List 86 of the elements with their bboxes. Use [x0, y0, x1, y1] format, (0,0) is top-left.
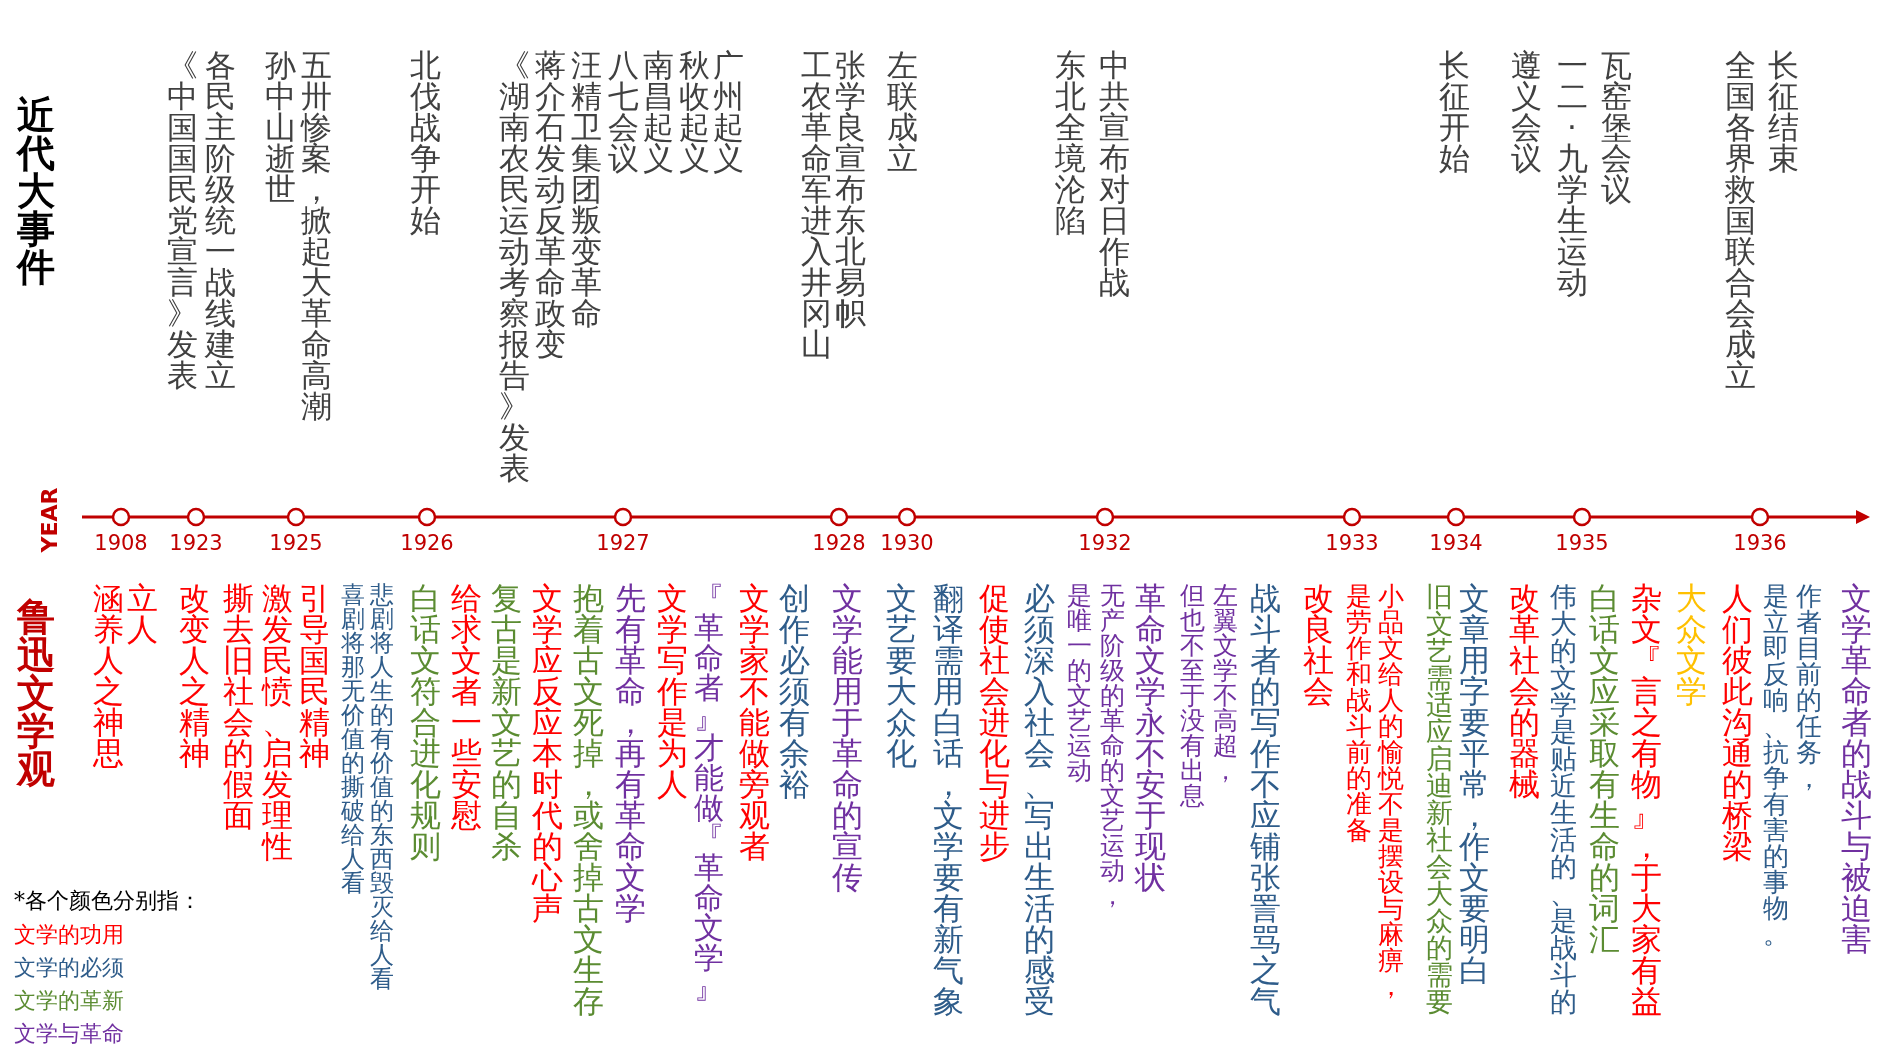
- quote-text: 文艺要大众化: [885, 583, 917, 769]
- quote-text: 旧文艺需适应启迪新社会大众的需要: [1425, 583, 1453, 1015]
- year-label: 1923: [169, 531, 223, 557]
- event-label: 秋收起义: [678, 50, 710, 174]
- event-label: 《中国国民党宣言》发表: [166, 50, 198, 391]
- quote-text: 但也不至于没有出息: [1179, 583, 1205, 808]
- quote-text: 创作必须有余裕: [778, 583, 810, 800]
- year-label: 1932: [1078, 531, 1132, 557]
- quote-text: 改革社会的器械: [1508, 583, 1540, 800]
- quote-text: 激发民愤、启发理性: [261, 583, 293, 862]
- axis-title: YEAR: [39, 487, 61, 553]
- quote-text: 悲剧将人生的有价值的东西毁灭给人看: [370, 583, 394, 991]
- legend-entry: 文学的革新: [14, 988, 124, 1015]
- event-label: 汪精卫集团叛变革命: [570, 50, 602, 329]
- event-label: 北伐战争开始: [409, 50, 441, 236]
- quote-text: 喜剧将那无价值的撕破给人看: [341, 583, 365, 895]
- quote-text: 革命文学永不安于现状: [1134, 583, 1166, 893]
- quote-text: 翻译需用白话，文学要有新气象: [932, 583, 964, 1017]
- quote-text: 小品文给人的愉悦不是摆设与麻痹，: [1378, 583, 1404, 999]
- quote-text: 涵养人之神思: [92, 583, 124, 769]
- event-label: 遵义会议: [1510, 50, 1542, 174]
- event-label: 长征结束: [1767, 50, 1799, 174]
- event-label: 左联成立: [886, 50, 918, 174]
- year-label: 1927: [596, 531, 650, 557]
- section-heading: 鲁迅文学观: [17, 598, 55, 788]
- event-label: 孙中山逝世: [264, 50, 296, 205]
- quote-text: 白话文应采取有生命的词汇: [1588, 583, 1620, 955]
- quote-text: 是劳作和战斗前的准备: [1346, 583, 1372, 843]
- quote-text: 撕去旧社会的假面: [222, 583, 254, 831]
- quote-text: 改变人之精神: [178, 583, 210, 769]
- legend-entry: 文学与革命: [14, 1021, 124, 1048]
- quote-text: 作者目前的任务，: [1796, 583, 1822, 791]
- quote-text: 给求文者一些安慰: [450, 583, 482, 831]
- event-label: 东北全境沦陷: [1054, 50, 1086, 236]
- quote-text: 引导国民精神: [298, 583, 330, 769]
- year-label: 1934: [1429, 531, 1483, 557]
- quote-text: 无产阶级的革命的文艺运动，: [1099, 583, 1125, 908]
- event-label: 《湖南农民运动考察报告》发表: [498, 50, 530, 484]
- event-label: 五卅惨案，掀起大革命高潮: [300, 50, 332, 422]
- event-label: 一二·九学生运动: [1556, 50, 1588, 298]
- quote-text: 左翼文学不高超，: [1212, 583, 1238, 783]
- quote-text: 白话文符合进化规则: [409, 583, 441, 862]
- quote-text: 是唯一的文艺运动: [1066, 583, 1092, 783]
- event-label: 中共宣布对日作战: [1098, 50, 1130, 298]
- quote-text: 杂文『言之有物』，于大家有益: [1630, 583, 1662, 1017]
- event-label: 八七会议: [607, 50, 639, 174]
- legend-entry: 文学的必须: [14, 955, 124, 982]
- year-label: 1935: [1555, 531, 1609, 557]
- year-label: 1925: [269, 531, 323, 557]
- quote-text: 必须深入社会、写出生活的感受: [1023, 583, 1055, 1017]
- legend-entry: 文学的功用: [14, 922, 124, 949]
- event-label: 南昌起义: [642, 50, 674, 174]
- event-label: 广州起义: [712, 50, 744, 174]
- quote-text: 是立即反响、抗争有害的事物。: [1763, 583, 1789, 947]
- event-label: 瓦窑堡会议: [1600, 50, 1632, 205]
- legend-title: *各个颜色分别指：: [14, 888, 201, 915]
- event-label: 各民主阶级统一战线建立: [204, 50, 236, 391]
- quote-text: 文学写作是为人: [656, 583, 688, 800]
- year-label: 1928: [812, 531, 866, 557]
- event-label: 工农革命军进入井冈山: [800, 50, 832, 360]
- year-label: 1930: [880, 531, 934, 557]
- quote-text: 文学应反应本时代的心声: [531, 583, 563, 924]
- year-label: 1936: [1733, 531, 1787, 557]
- quote-text: 复古是新文艺的自杀: [490, 583, 522, 862]
- section-heading: 近代大事件: [17, 96, 55, 286]
- event-label: 长征开始: [1438, 50, 1470, 174]
- quote-text: 文学能用于革命的宣传: [831, 583, 863, 893]
- quote-text: 人们彼此沟通的桥梁: [1721, 583, 1753, 862]
- quote-text: 『革命者』才能做『革命文学』: [694, 583, 724, 1003]
- quote-text: 促使社会进化与进步: [978, 583, 1010, 862]
- event-label: 张学良宣布东北易帜: [834, 50, 866, 329]
- year-label: 1933: [1325, 531, 1379, 557]
- quote-text: 文章用字要平常，作文要明白: [1458, 583, 1490, 986]
- quote-text: 伟大的文学是贴近生活的、是战斗的: [1549, 583, 1577, 1015]
- quote-text: 改良社会: [1302, 583, 1334, 707]
- quote-text: 大众文学: [1675, 583, 1707, 707]
- event-label: 蒋介石发动反革命政变: [534, 50, 566, 360]
- quote-text: 抱着古文死掉，或舍掉古文生存: [572, 583, 604, 1017]
- quote-text: 立人: [126, 583, 158, 645]
- quote-text: 战斗者的写作不应铺张詈骂之气: [1249, 583, 1281, 1017]
- year-label: 1926: [400, 531, 454, 557]
- quote-text: 先有革命，再有革命文学: [614, 583, 646, 924]
- quote-text: 文学革命者的战斗与被迫害: [1840, 583, 1872, 955]
- quote-text: 文学家不能做旁观者: [738, 583, 770, 862]
- event-label: 全国各界救国联合会成立: [1724, 50, 1756, 391]
- year-label: 1908: [94, 531, 148, 557]
